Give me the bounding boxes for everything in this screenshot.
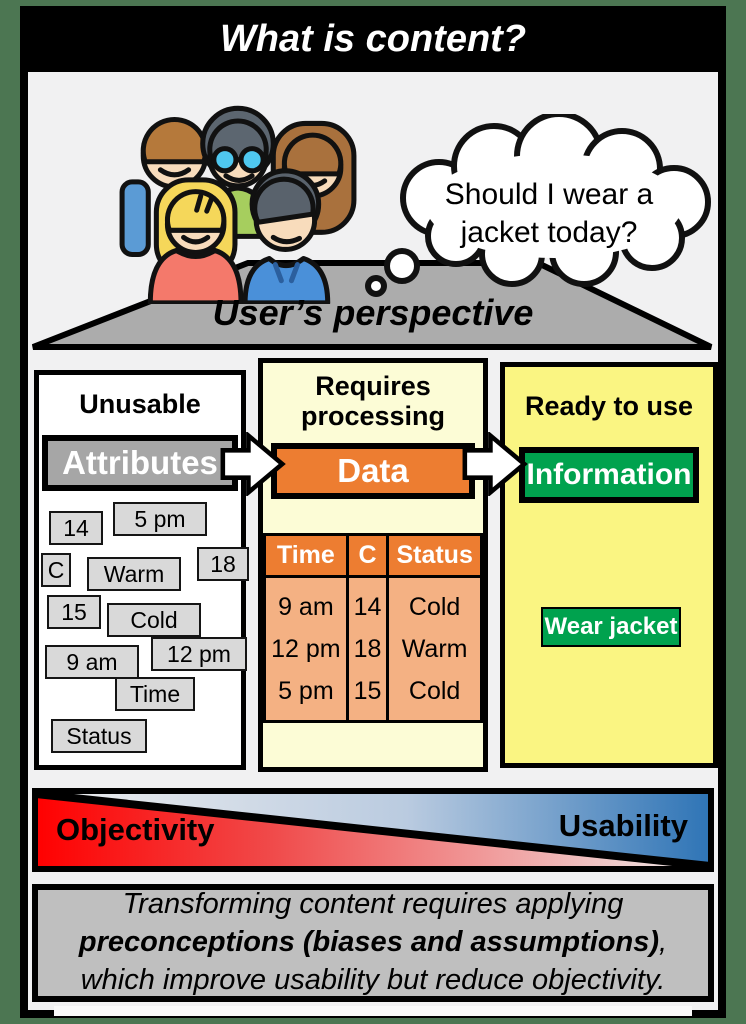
blue-strap — [119, 179, 151, 258]
user-perspective-label: User’s perspective — [212, 292, 534, 333]
information-label: Information — [526, 458, 692, 492]
wear-jacket-chip: Wear jacket — [541, 607, 681, 647]
table-header-time: Time — [263, 533, 349, 579]
thought-line-2: jacket today? — [460, 215, 638, 249]
footer-note: Transforming content requires applying p… — [32, 884, 714, 1002]
attribute-chip: 12 pm — [151, 637, 247, 671]
attribute-chip: 9 am — [45, 645, 139, 679]
attributes-label: Attributes — [62, 444, 218, 482]
thought-line-1: Should I wear a — [444, 178, 654, 211]
arrow-attributes-to-data-icon — [220, 432, 286, 496]
data-stage-box: Data — [271, 443, 475, 500]
footer-text-start: Transforming content requires applying — [122, 888, 624, 921]
information-stage-box: Information — [519, 447, 699, 504]
footer-text: Transforming content requires applying p… — [68, 886, 678, 999]
objectivity-usability-gradient-bar — [32, 788, 714, 872]
attributes-heading: Unusable — [79, 389, 201, 419]
data-label: Data — [337, 452, 409, 490]
spectrum-section: Objectivity Usability — [28, 782, 718, 878]
title-bar: What is content? — [28, 6, 718, 72]
thought-bubble-icon — [365, 114, 711, 297]
data-heading: Requires processing — [300, 371, 446, 432]
thought-bubble-text: Should I wear a jacket today? — [384, 176, 714, 251]
glasses-icon — [211, 146, 239, 174]
table-header-status: Status — [386, 533, 483, 579]
page-title: What is content? — [219, 17, 527, 60]
user-perspective-section: Should I wear a jacket today? User’s per… — [28, 72, 718, 350]
arrow-data-to-information-icon — [462, 432, 528, 496]
attribute-chip: Time — [115, 677, 195, 711]
people-group-illustration — [119, 105, 357, 304]
attribute-chip: 15 — [47, 595, 101, 629]
table-header-c: C — [345, 533, 390, 579]
table-body-row: 9 am 12 pm 5 pm 14 18 15 Cold Warm C — [263, 575, 483, 724]
footer-text-end: , which improve usability but reduce obj… — [80, 926, 668, 996]
diagram-frame: What is content? — [20, 6, 726, 1018]
footer-text-bold: preconceptions (biases and assumptions) — [78, 926, 660, 959]
information-heading: Ready to use — [524, 391, 694, 421]
attribute-chip: Cold — [107, 603, 201, 637]
bottom-strip — [54, 1006, 692, 1016]
attribute-chip: 14 — [49, 511, 103, 545]
status-cells: Cold Warm Cold — [386, 575, 483, 724]
weather-data-table: Time C Status 9 am 12 pm 5 pm 14 — [263, 533, 483, 724]
content-stages-section: Unusable Attributes 14 5 pm C Warm 18 15… — [28, 350, 718, 782]
attribute-chip: Status — [51, 719, 147, 753]
attributes-stage-box: Attributes — [42, 435, 238, 492]
objectivity-label: Objectivity — [56, 812, 215, 847]
data-column: Requires processing Data Time C Status 9… — [258, 358, 488, 772]
attribute-chip: C — [41, 553, 71, 587]
temp-cells: 14 18 15 — [345, 575, 390, 724]
attribute-chip: 5 pm — [113, 502, 207, 536]
usability-label: Usability — [558, 808, 688, 843]
attribute-chip: Warm — [87, 557, 181, 591]
attribute-chip: 18 — [197, 547, 249, 581]
time-cells: 9 am 12 pm 5 pm — [263, 575, 349, 724]
information-column: Ready to use Information Wear jacket — [500, 362, 718, 768]
attributes-column: Unusable Attributes 14 5 pm C Warm 18 15… — [34, 370, 249, 770]
